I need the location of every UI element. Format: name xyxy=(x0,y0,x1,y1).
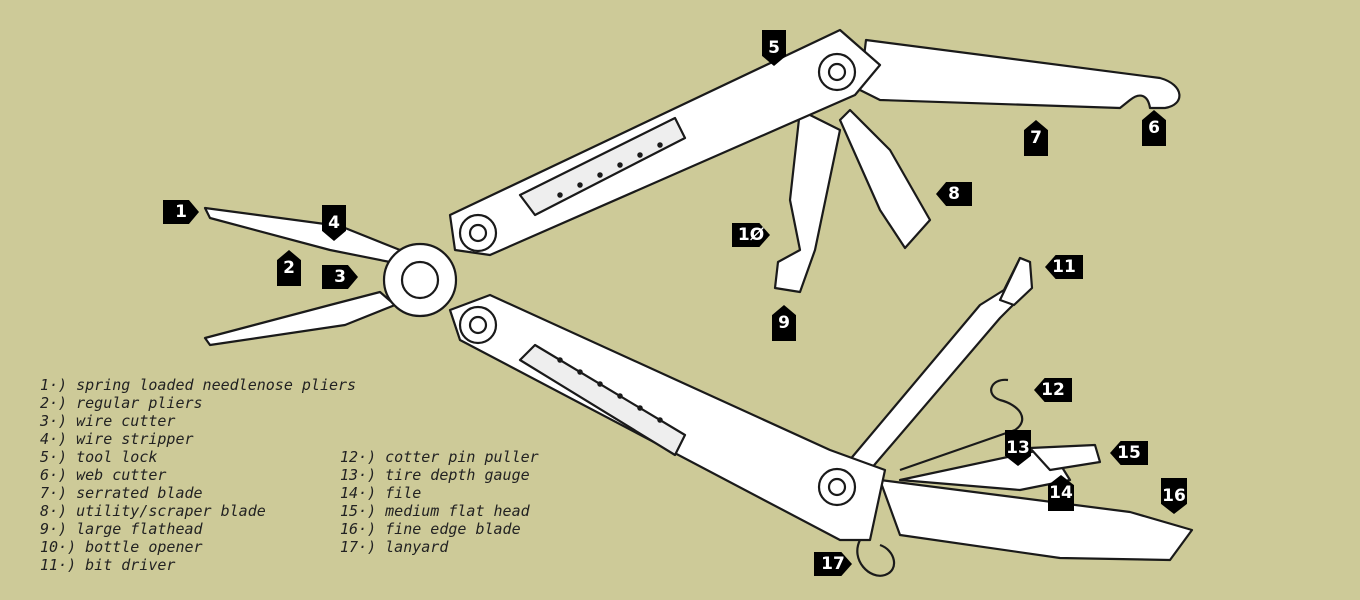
serrated-blade xyxy=(858,38,1181,110)
callout-label: 1 xyxy=(163,200,199,224)
callout-label: 13 xyxy=(1005,430,1031,466)
callout-label: 16 xyxy=(1161,478,1187,514)
callout-label: 4 xyxy=(322,205,346,241)
fine-edge-blade xyxy=(878,478,1194,562)
callout-label: 3 xyxy=(322,265,358,289)
callout-14: 14 xyxy=(1048,475,1074,511)
legend-item: 13·) tire depth gauge xyxy=(340,466,530,484)
callout-label: 14 xyxy=(1048,475,1074,511)
callout-6: 6 xyxy=(1142,110,1166,146)
legend-item: 9·) large flathead xyxy=(40,520,203,538)
callout-label: 9 xyxy=(772,305,796,341)
callout-2: 2 xyxy=(277,250,301,286)
legend-item: 10·) bottle opener xyxy=(40,538,203,556)
callout-label: 7 xyxy=(1024,120,1048,156)
legend-item: 17·) lanyard xyxy=(340,538,449,556)
bit-driver-shank xyxy=(846,256,1032,472)
callout-11: 11 xyxy=(1045,255,1083,279)
callout-label: 1Ø xyxy=(732,223,770,247)
callout-4: 4 xyxy=(322,205,346,241)
legend-item: 2·) regular pliers xyxy=(40,394,203,412)
lower-handle xyxy=(448,293,887,542)
legend-item: 8·) utility/scraper blade xyxy=(40,502,266,520)
upper-jaw xyxy=(203,206,402,264)
legend-item: 15·) medium flat head xyxy=(340,502,530,520)
callout-16: 16 xyxy=(1161,478,1187,514)
bit-driver-tip xyxy=(998,256,1034,307)
callout-3: 3 xyxy=(322,265,358,289)
callout-17: 17 xyxy=(814,552,852,576)
legend-item: 16·) fine edge blade xyxy=(340,520,521,538)
callout-label: 17 xyxy=(814,552,852,576)
cotter-pin-puller xyxy=(899,378,1024,472)
callout-label: 15 xyxy=(1110,441,1148,465)
callout-label: 11 xyxy=(1045,255,1083,279)
lower-jaw xyxy=(203,290,397,347)
callout-12: 12 xyxy=(1034,378,1072,402)
legend-item: 6·) web cutter xyxy=(40,466,167,484)
lanyard-loop xyxy=(856,539,896,577)
callout-label: 6 xyxy=(1142,110,1166,146)
callout-9: 9 xyxy=(772,305,796,341)
legend-right: 12·) cotter pin puller 13·) tire depth g… xyxy=(340,448,539,556)
callout-7: 7 xyxy=(1024,120,1048,156)
legend-item: 1·) spring loaded needlenose pliers xyxy=(40,376,357,394)
legend-item: 4·) wire stripper xyxy=(40,430,194,448)
bottle-opener-flathead xyxy=(773,108,842,294)
callout-label: 5 xyxy=(762,30,786,66)
legend-item: 3·) wire cutter xyxy=(40,412,176,430)
legend-item: 7·) serrated blade xyxy=(40,484,203,502)
callout-5: 5 xyxy=(762,30,786,66)
callout-label: 2 xyxy=(277,250,301,286)
medium-flat-head xyxy=(1028,443,1102,472)
callout-10: 1Ø xyxy=(732,223,770,247)
legend-item: 5·) tool lock xyxy=(40,448,158,466)
legend-left: 1·) spring loaded needlenose pliers 2·) … xyxy=(40,376,356,574)
utility-blade xyxy=(838,108,932,250)
legend-item: 14·) file xyxy=(340,484,422,502)
callout-1: 1 xyxy=(163,200,199,224)
callout-13: 13 xyxy=(1005,430,1031,466)
legend-item: 12·) cotter pin puller xyxy=(340,448,539,466)
callout-8: 8 xyxy=(936,182,972,206)
legend-item: 11·) bit driver xyxy=(40,556,176,574)
callout-15: 15 xyxy=(1110,441,1148,465)
callout-label: 8 xyxy=(936,182,972,206)
callout-label: 12 xyxy=(1034,378,1072,402)
